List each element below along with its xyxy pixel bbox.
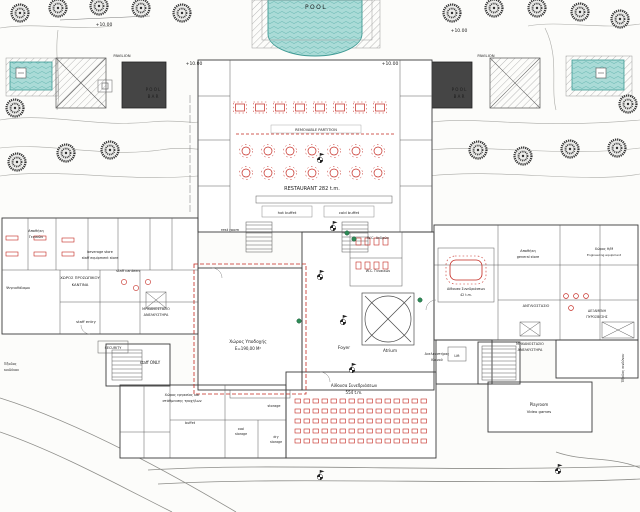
roads (0, 397, 640, 512)
storage-shelves (5, 235, 75, 257)
atrium-skylight (361, 292, 415, 346)
label-pavilion-right: PAVILION (477, 53, 494, 58)
pool-bar-right (427, 61, 473, 109)
stairs (111, 221, 517, 381)
partition-label-box (270, 124, 362, 134)
label-elevation: +10.00 (451, 28, 468, 34)
lobby-dashed-outline (193, 263, 307, 395)
label-emergency-exit-left: κινδύνου (4, 368, 19, 372)
dimension-lines (59, 15, 191, 212)
restaurant-round-tables (239, 144, 385, 180)
conference-table (449, 259, 483, 281)
terrain-contours (0, 23, 640, 178)
wc-fixtures (355, 237, 389, 270)
door-swings (80, 267, 437, 383)
main-pool (267, 0, 363, 57)
right-pool (571, 59, 625, 91)
pump-equipment (563, 293, 589, 311)
auditorium-seats (294, 398, 427, 444)
pool-bar-left (121, 61, 167, 109)
planters (296, 230, 423, 324)
label-pavilion-left: PAVILION (113, 53, 130, 58)
interior-partitions (2, 60, 638, 458)
label-emergency-exit-left: Έξοδος (3, 362, 17, 366)
canteen-tables (121, 279, 151, 291)
pool-area (5, 0, 633, 109)
red-accents (193, 133, 487, 395)
restaurant-square-tables (233, 101, 387, 114)
exterior-walls (1, 59, 639, 459)
building-footprint (2, 60, 638, 458)
label-machine-room-right: ΑΝΕΛΚΥΣΤΗΡΑ (518, 348, 543, 352)
